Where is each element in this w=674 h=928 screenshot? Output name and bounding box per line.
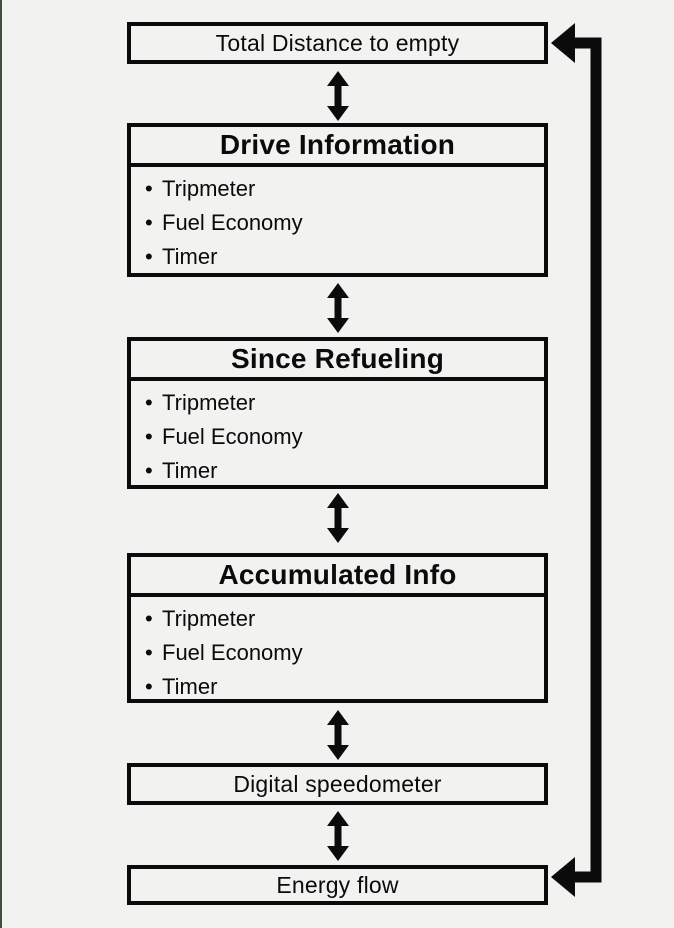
box-label: Total Distance to empty (215, 29, 460, 56)
double-arrow-glyph (327, 493, 349, 543)
list-item-label: Timer (162, 244, 218, 269)
double-arrow-icon (326, 710, 350, 760)
arrowhead-into-energy-flow (551, 857, 575, 897)
list-item: • Tripmeter (145, 172, 534, 206)
box-title: Since Refueling (131, 341, 544, 381)
bullet-icon: • (145, 458, 153, 483)
box-digital-speedometer: Digital speedometer (127, 763, 548, 805)
box-title: Drive Information (131, 127, 544, 167)
box-energy-flow: Energy flow (127, 865, 548, 905)
box-since-refueling: Since Refueling • Tripmeter • Fuel Econo… (127, 337, 548, 489)
box-item-list: • Tripmeter • Fuel Economy • Timer (131, 381, 544, 488)
bullet-icon: • (145, 210, 153, 235)
list-item-label: Fuel Economy (162, 424, 303, 449)
list-item: • Fuel Economy (145, 206, 534, 240)
list-item: • Fuel Economy (145, 420, 534, 454)
list-item: • Tripmeter (145, 602, 534, 636)
bullet-icon: • (145, 390, 153, 415)
list-item: • Tripmeter (145, 386, 534, 420)
list-item-label: Tripmeter (162, 390, 256, 415)
list-item-label: Timer (162, 458, 218, 483)
box-item-list: • Tripmeter • Fuel Economy • Timer (131, 597, 544, 704)
list-item-label: Tripmeter (162, 606, 256, 631)
double-arrow-icon (326, 493, 350, 543)
box-total-distance-to-empty: Total Distance to empty (127, 22, 548, 64)
list-item-label: Fuel Economy (162, 210, 303, 235)
box-item-list: • Tripmeter • Fuel Economy • Timer (131, 167, 544, 274)
bullet-icon: • (145, 176, 153, 201)
bullet-icon: • (145, 424, 153, 449)
double-arrow-glyph (327, 710, 349, 760)
list-item: • Timer (145, 240, 534, 274)
double-arrow-icon (326, 811, 350, 861)
list-item-label: Fuel Economy (162, 640, 303, 665)
double-arrow-icon (326, 71, 350, 121)
bullet-icon: • (145, 606, 153, 631)
bullet-icon: • (145, 244, 153, 269)
box-label: Energy flow (276, 871, 399, 898)
bullet-icon: • (145, 640, 153, 665)
double-arrow-glyph (327, 811, 349, 861)
double-arrow-icon (326, 283, 350, 333)
box-accumulated-info: Accumulated Info • Tripmeter • Fuel Econ… (127, 553, 548, 703)
box-drive-information: Drive Information • Tripmeter • Fuel Eco… (127, 123, 548, 277)
bullet-icon: • (145, 674, 153, 699)
list-item: • Fuel Economy (145, 636, 534, 670)
box-title: Accumulated Info (131, 557, 544, 597)
list-item: • Timer (145, 670, 534, 704)
double-arrow-glyph (327, 71, 349, 121)
arrowhead-into-total-distance (551, 23, 575, 63)
list-item-label: Tripmeter (162, 176, 256, 201)
double-arrow-glyph (327, 283, 349, 333)
box-label: Digital speedometer (233, 770, 442, 797)
page-left-edge-line (0, 0, 2, 928)
list-item: • Timer (145, 454, 534, 488)
list-item-label: Timer (162, 674, 218, 699)
